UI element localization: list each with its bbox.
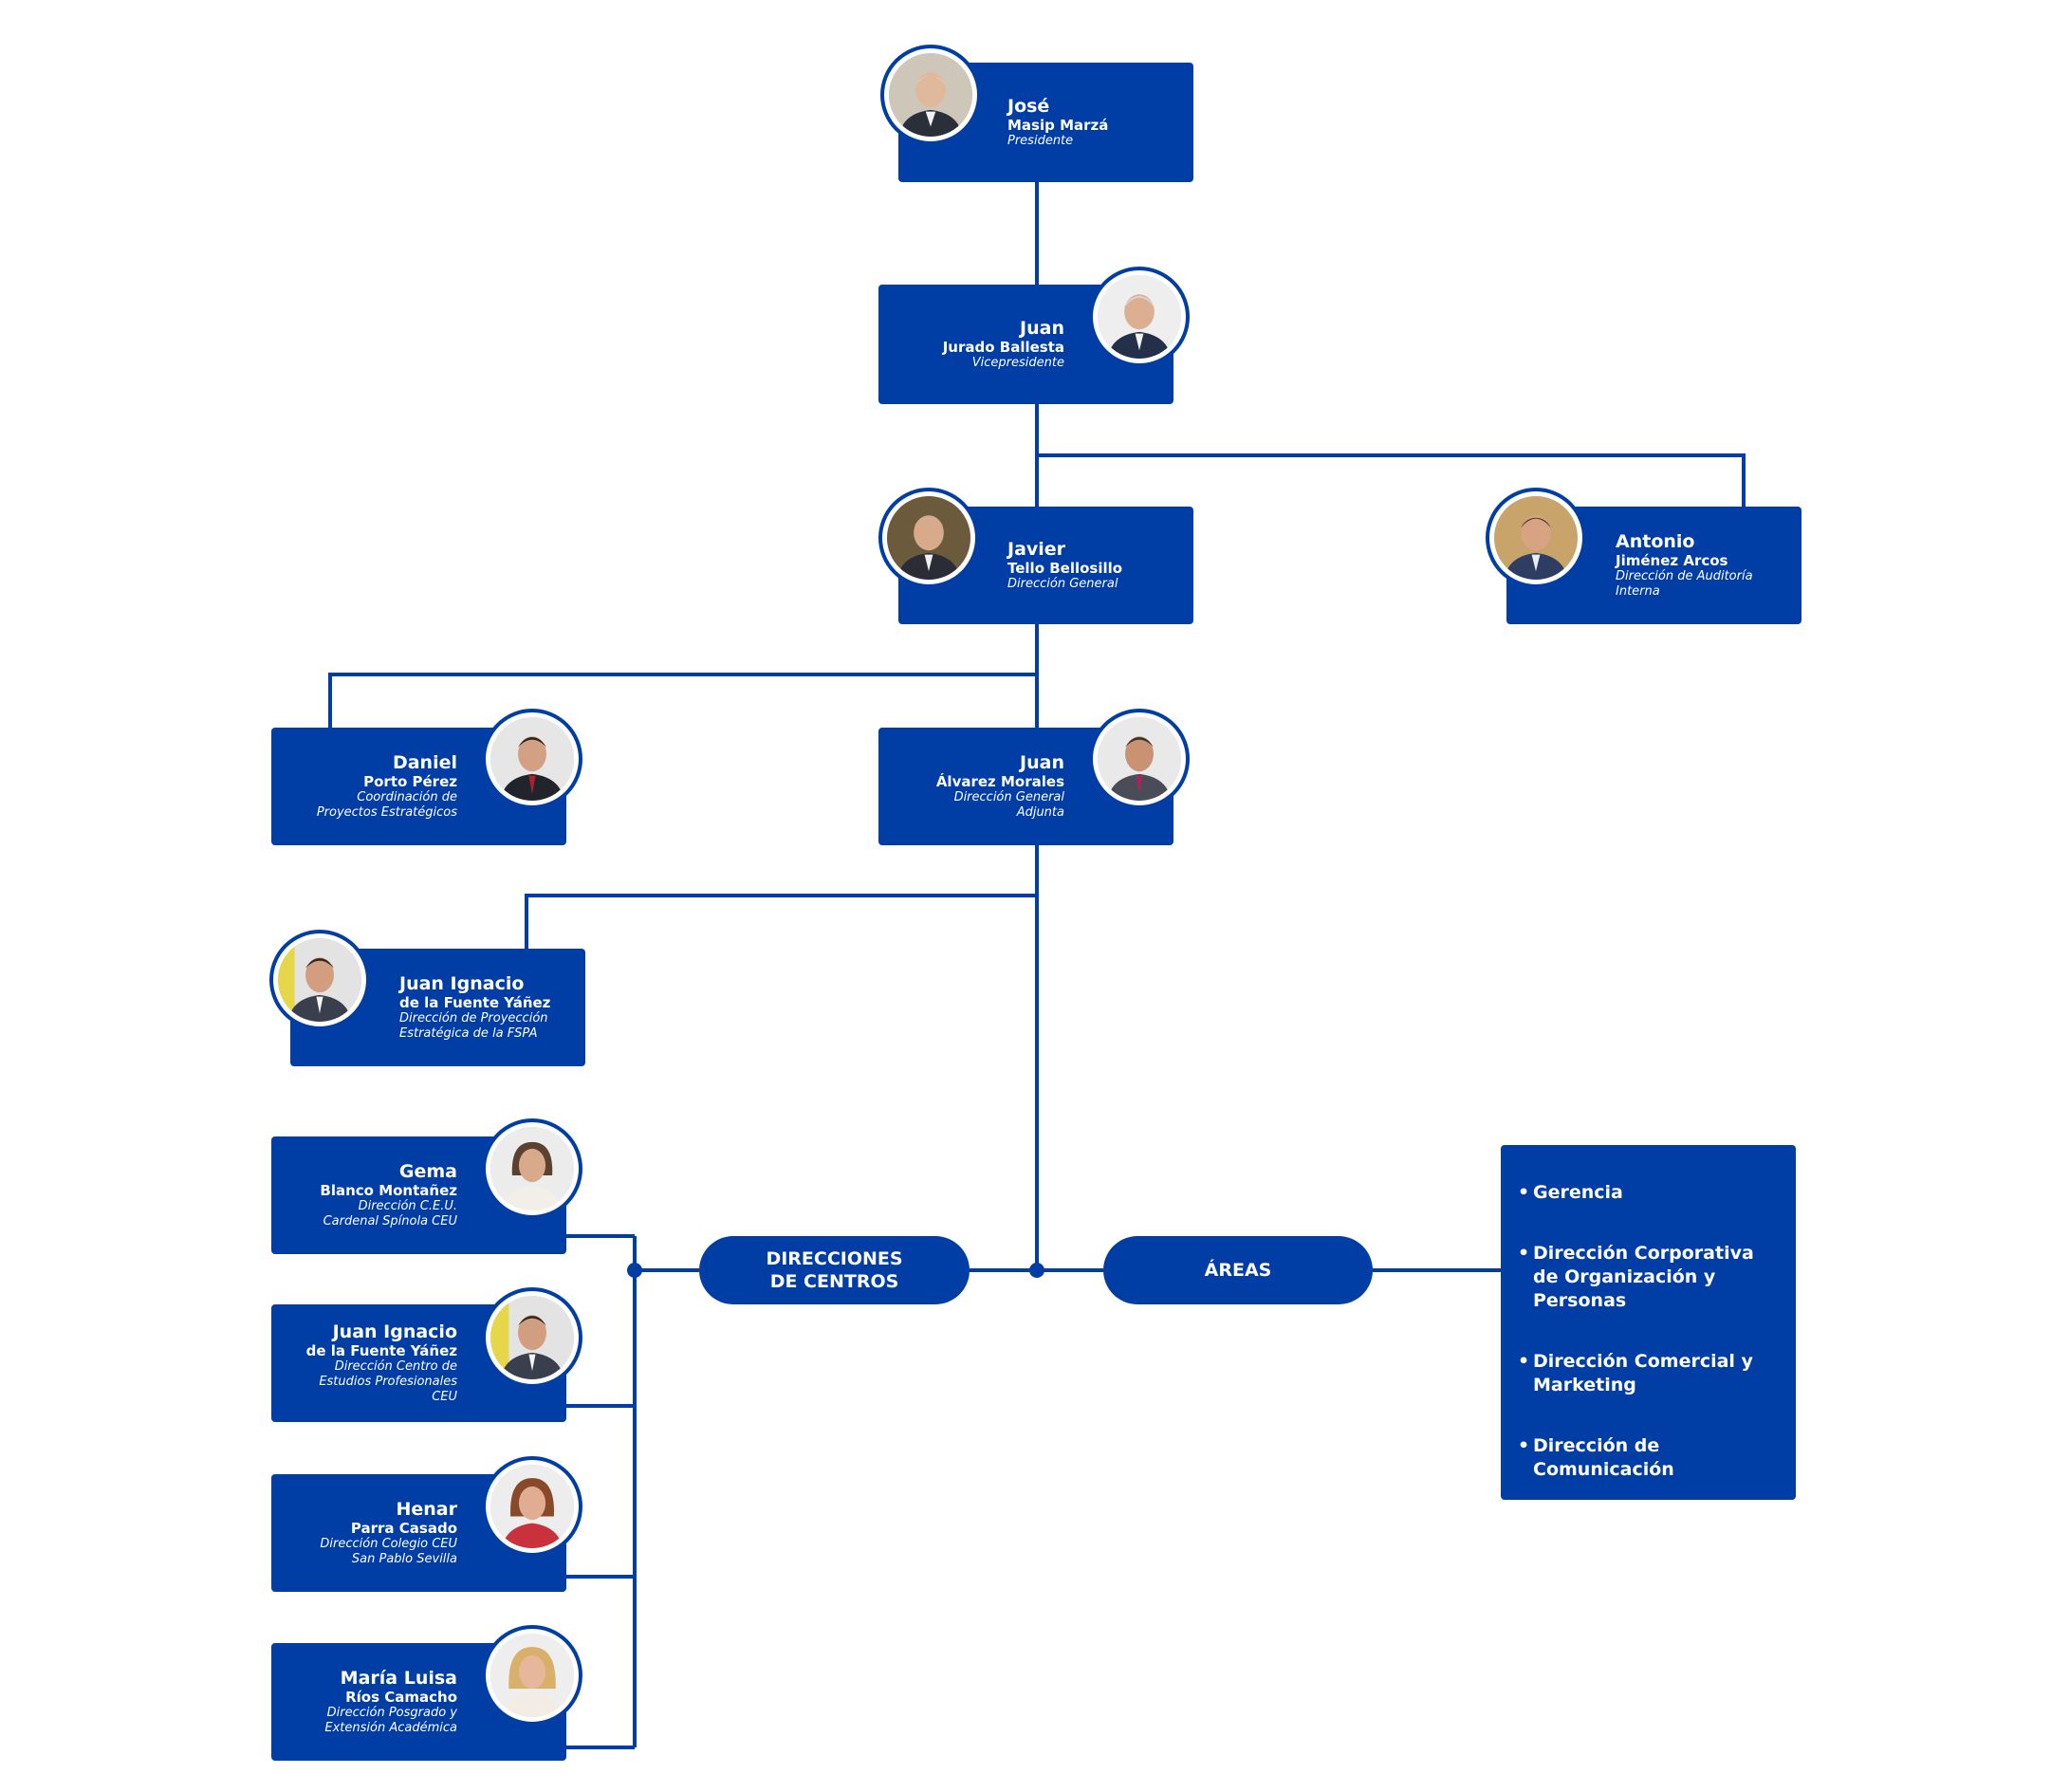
avatar-antonio — [1486, 488, 1586, 588]
avatar-juan-jurado — [1089, 267, 1190, 367]
role: Vicepresidente — [971, 355, 1064, 370]
areas-item-label: Dirección de Comunicación — [1533, 1435, 1674, 1480]
role: Dirección General Adjunta — [953, 789, 1064, 820]
last-name: Álvarez Morales — [935, 772, 1064, 790]
last-name: Ríos Camacho — [345, 1688, 457, 1706]
role: Coordinación de Proyectos Estratégicos — [316, 789, 457, 820]
role: Dirección Posgrado y Extensión Académica — [324, 1705, 457, 1735]
junction-dot-main — [1029, 1263, 1044, 1278]
areas-pill: ÁREAS — [1103, 1236, 1373, 1304]
role: Dirección Centro de Estudios Profesional… — [319, 1358, 457, 1404]
last-name: Blanco Montañez — [320, 1181, 457, 1199]
last-name: Jurado Ballesta — [942, 338, 1064, 356]
bullet: • — [1518, 1243, 1530, 1264]
role: Presidente — [1007, 133, 1074, 148]
last-name: Parra Casado — [350, 1519, 457, 1537]
first-name: Gema — [398, 1160, 457, 1182]
areas-item-label: Dirección Comercial y Marketing — [1533, 1351, 1753, 1395]
direcciones-de-centros-pill: DIRECCIONES DE CENTROS — [699, 1236, 970, 1304]
areas-item-label: Gerencia — [1533, 1182, 1623, 1203]
first-name: José — [1007, 95, 1050, 117]
areas-item-label: Dirección Corporativa de Organización y … — [1533, 1243, 1754, 1311]
role: Dirección de Auditoría Interna — [1616, 568, 1753, 599]
areas-list-box: •Gerencia •Dirección Corporativa de Orga… — [1501, 1145, 1796, 1500]
bullet: • — [1518, 1182, 1530, 1203]
role: Dirección de Proyección Estratégica de l… — [399, 1010, 548, 1041]
first-name: Daniel — [392, 751, 457, 773]
first-name: Juan — [1020, 751, 1064, 773]
first-name: Juan Ignacio — [399, 972, 525, 994]
first-name: Javier — [1007, 538, 1066, 560]
avatar-maria-luisa — [482, 1625, 582, 1726]
areas-item: •Dirección Corporativa de Organización y… — [1518, 1242, 1777, 1313]
avatar-javier — [878, 488, 979, 588]
areas-item: •Dirección de Comunicación — [1518, 1434, 1777, 1482]
areas-list: •Gerencia •Dirección Corporativa de Orga… — [1518, 1181, 1777, 1482]
areas-item: •Gerencia — [1518, 1181, 1777, 1205]
last-name: Tello Bellosillo — [1007, 559, 1123, 577]
avatar-juan-ignacio-estudios — [482, 1287, 582, 1388]
role: Dirección C.E.U. Cardenal Spínola CEU — [323, 1198, 457, 1229]
first-name: Juan Ignacio — [332, 1321, 457, 1342]
first-name: Henar — [396, 1498, 457, 1520]
last-name: Jiménez Arcos — [1616, 551, 1728, 569]
first-name: Antonio — [1616, 530, 1695, 552]
avatar-juan-ignacio-proyeccion — [269, 930, 370, 1030]
avatar-juan-alvarez — [1089, 709, 1190, 809]
avatar-gema — [482, 1118, 582, 1219]
areas-item: •Dirección Comercial y Marketing — [1518, 1350, 1777, 1397]
first-name: Juan — [1020, 317, 1064, 339]
junction-dot-centros — [627, 1263, 642, 1278]
last-name: Masip Marzá — [1007, 116, 1109, 134]
avatar-daniel — [482, 709, 582, 809]
bullet: • — [1518, 1435, 1530, 1456]
last-name: de la Fuente Yáñez — [305, 1341, 457, 1359]
avatar-jose — [880, 45, 981, 145]
role: Dirección Colegio CEU San Pablo Sevilla — [320, 1536, 457, 1566]
first-name: María Luisa — [340, 1667, 457, 1689]
avatar-henar — [482, 1456, 582, 1557]
last-name: Porto Pérez — [363, 772, 457, 790]
role: Dirección General — [1007, 576, 1118, 591]
last-name: de la Fuente Yáñez — [399, 993, 551, 1011]
bullet: • — [1518, 1351, 1530, 1372]
